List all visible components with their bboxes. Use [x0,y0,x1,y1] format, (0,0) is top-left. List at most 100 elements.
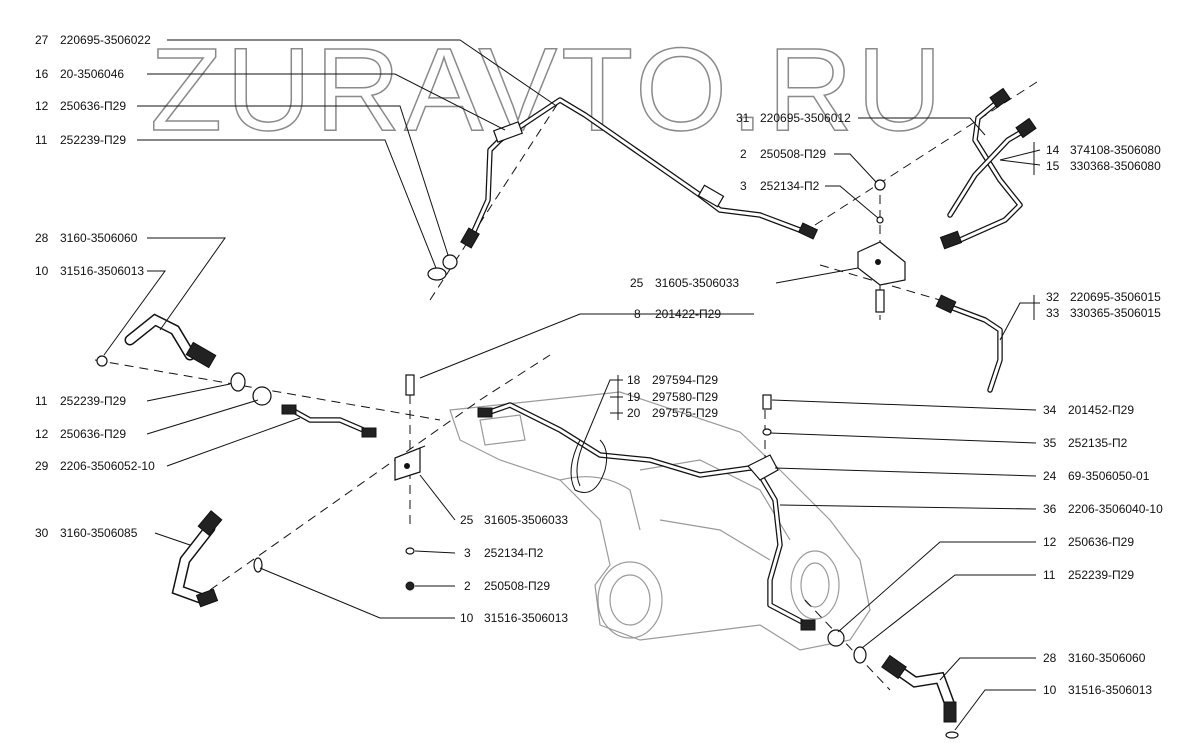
callout-10-num: 10 [35,264,49,278]
washer-10-left [96,355,108,367]
pipes-right-upper [939,87,1037,250]
callout-2-code: 250508-П29 [760,147,826,161]
callout-10b-code: 31516-3506013 [484,611,568,625]
callout-24-code: 69-3506050-01 [1068,469,1150,483]
nut-12-left [252,386,272,406]
callout-36-code: 2206-3506040-10 [1068,502,1163,516]
washer-10-lower [253,557,263,573]
bolt-8 [405,374,415,396]
callout-10-code: 31516-3506013 [60,264,144,278]
callout-12b-code: 250636-П29 [60,427,126,441]
callout-24-num: 24 [1043,469,1057,483]
callout-3b-num: 3 [464,546,471,560]
callout-29-num: 29 [35,459,49,473]
nut-2-lower [405,581,415,591]
callout-11c-num: 11 [1043,568,1056,582]
callout-31-code: 220695-3506012 [760,111,851,125]
callout-labels: 27 220695-3506022 16 20-3506046 12 25063… [35,33,1163,697]
callout-33-code: 330365-3506015 [1070,306,1161,320]
pipe-16 [460,121,524,249]
callout-19-num: 19 [627,390,641,404]
callout-25b-num: 25 [460,513,474,527]
pipe-36 [747,454,816,631]
pipe-32 [935,294,1003,393]
callout-2-num: 2 [740,147,747,161]
callout-32-code: 220695-3506015 [1070,290,1161,304]
callout-10b-num: 10 [460,611,474,625]
hose-28-left [96,313,217,369]
callout-11b-code: 252239-П29 [60,394,126,408]
callout-28-num: 28 [35,231,49,245]
callout-27-code: 220695-3506022 [60,33,151,47]
callout-18-num: 18 [627,373,641,387]
callout-3-num: 3 [740,179,747,193]
nut-12-upper [442,254,458,270]
callout-8-num: 8 [634,307,641,321]
callout-31-num: 31 [736,111,750,125]
hose-30 [171,510,223,608]
callout-28b-num: 28 [1043,651,1057,665]
callout-35-num: 35 [1043,436,1057,450]
callout-16-code: 20-3506046 [60,67,124,81]
callout-11-code: 252239-П29 [60,133,126,147]
washer-3-upper [876,216,884,224]
callout-12c-code: 250636-П29 [1068,535,1134,549]
washer-35 [762,428,772,436]
callout-12-code: 250636-П29 [60,99,126,113]
callout-19-code: 297580-П29 [652,390,718,404]
callout-12b-num: 12 [35,427,49,441]
hose-28-right [881,654,959,739]
callout-12c-num: 12 [1043,535,1057,549]
callout-14-code: 374108-3506080 [1070,143,1161,157]
bolt-upper [875,289,885,313]
callout-36-num: 36 [1043,502,1057,516]
callout-28b-code: 3160-3506060 [1068,651,1146,665]
callout-25b-code: 31605-3506033 [484,513,568,527]
callout-29-code: 2206-3506052-10 [60,459,155,473]
leader-lines [103,39,1041,731]
callout-8-code: 201422-П29 [655,307,721,321]
callout-33-num: 33 [1046,306,1060,320]
callout-15-num: 15 [1046,159,1060,173]
washer-11-left [230,372,246,392]
callout-20-num: 20 [627,406,641,420]
callout-18-code: 297594-П29 [652,373,718,387]
callout-11c-code: 252239-П29 [1068,568,1134,582]
pipe-axle-top [477,402,773,493]
callout-11-num: 11 [35,133,48,147]
callout-15-code: 330368-3506080 [1070,159,1161,173]
callout-3-code: 252134-П2 [760,179,820,193]
callout-30-num: 30 [35,526,49,540]
pipe-27 [497,97,819,240]
tee-25-lower [394,445,426,481]
washer-11-upper [427,267,447,281]
pipe-29 [281,404,377,438]
callout-25-code: 31605-3506033 [655,276,739,290]
callout-2b-code: 250508-П29 [484,579,550,593]
callout-2b-num: 2 [464,579,471,593]
callout-28-code: 3160-3506060 [60,231,138,245]
washer-3-lower [405,547,415,555]
washer-11-right [853,646,867,664]
watermark: ZURAVTO.RU [150,24,946,156]
callout-20-code: 297575-П29 [652,406,718,420]
callout-3b-code: 252134-П2 [484,546,544,560]
callout-10c-code: 31516-3506013 [1068,683,1152,697]
callout-32-num: 32 [1046,290,1060,304]
callout-35-code: 252135-П2 [1068,436,1128,450]
callout-34-num: 34 [1043,403,1057,417]
callout-12-num: 12 [35,99,49,113]
callout-14-num: 14 [1046,143,1060,157]
callout-27-num: 27 [35,33,49,47]
callout-11b-num: 11 [35,394,48,408]
callout-10c-num: 10 [1043,683,1057,697]
bolt-34 [762,394,772,410]
callout-34-code: 201452-П29 [1068,403,1134,417]
nut-2-upper [874,179,886,191]
callout-16-num: 16 [35,67,49,81]
nut-12-right [827,629,845,647]
washer-10-right [945,731,959,739]
callout-30-code: 3160-3506085 [60,526,138,540]
